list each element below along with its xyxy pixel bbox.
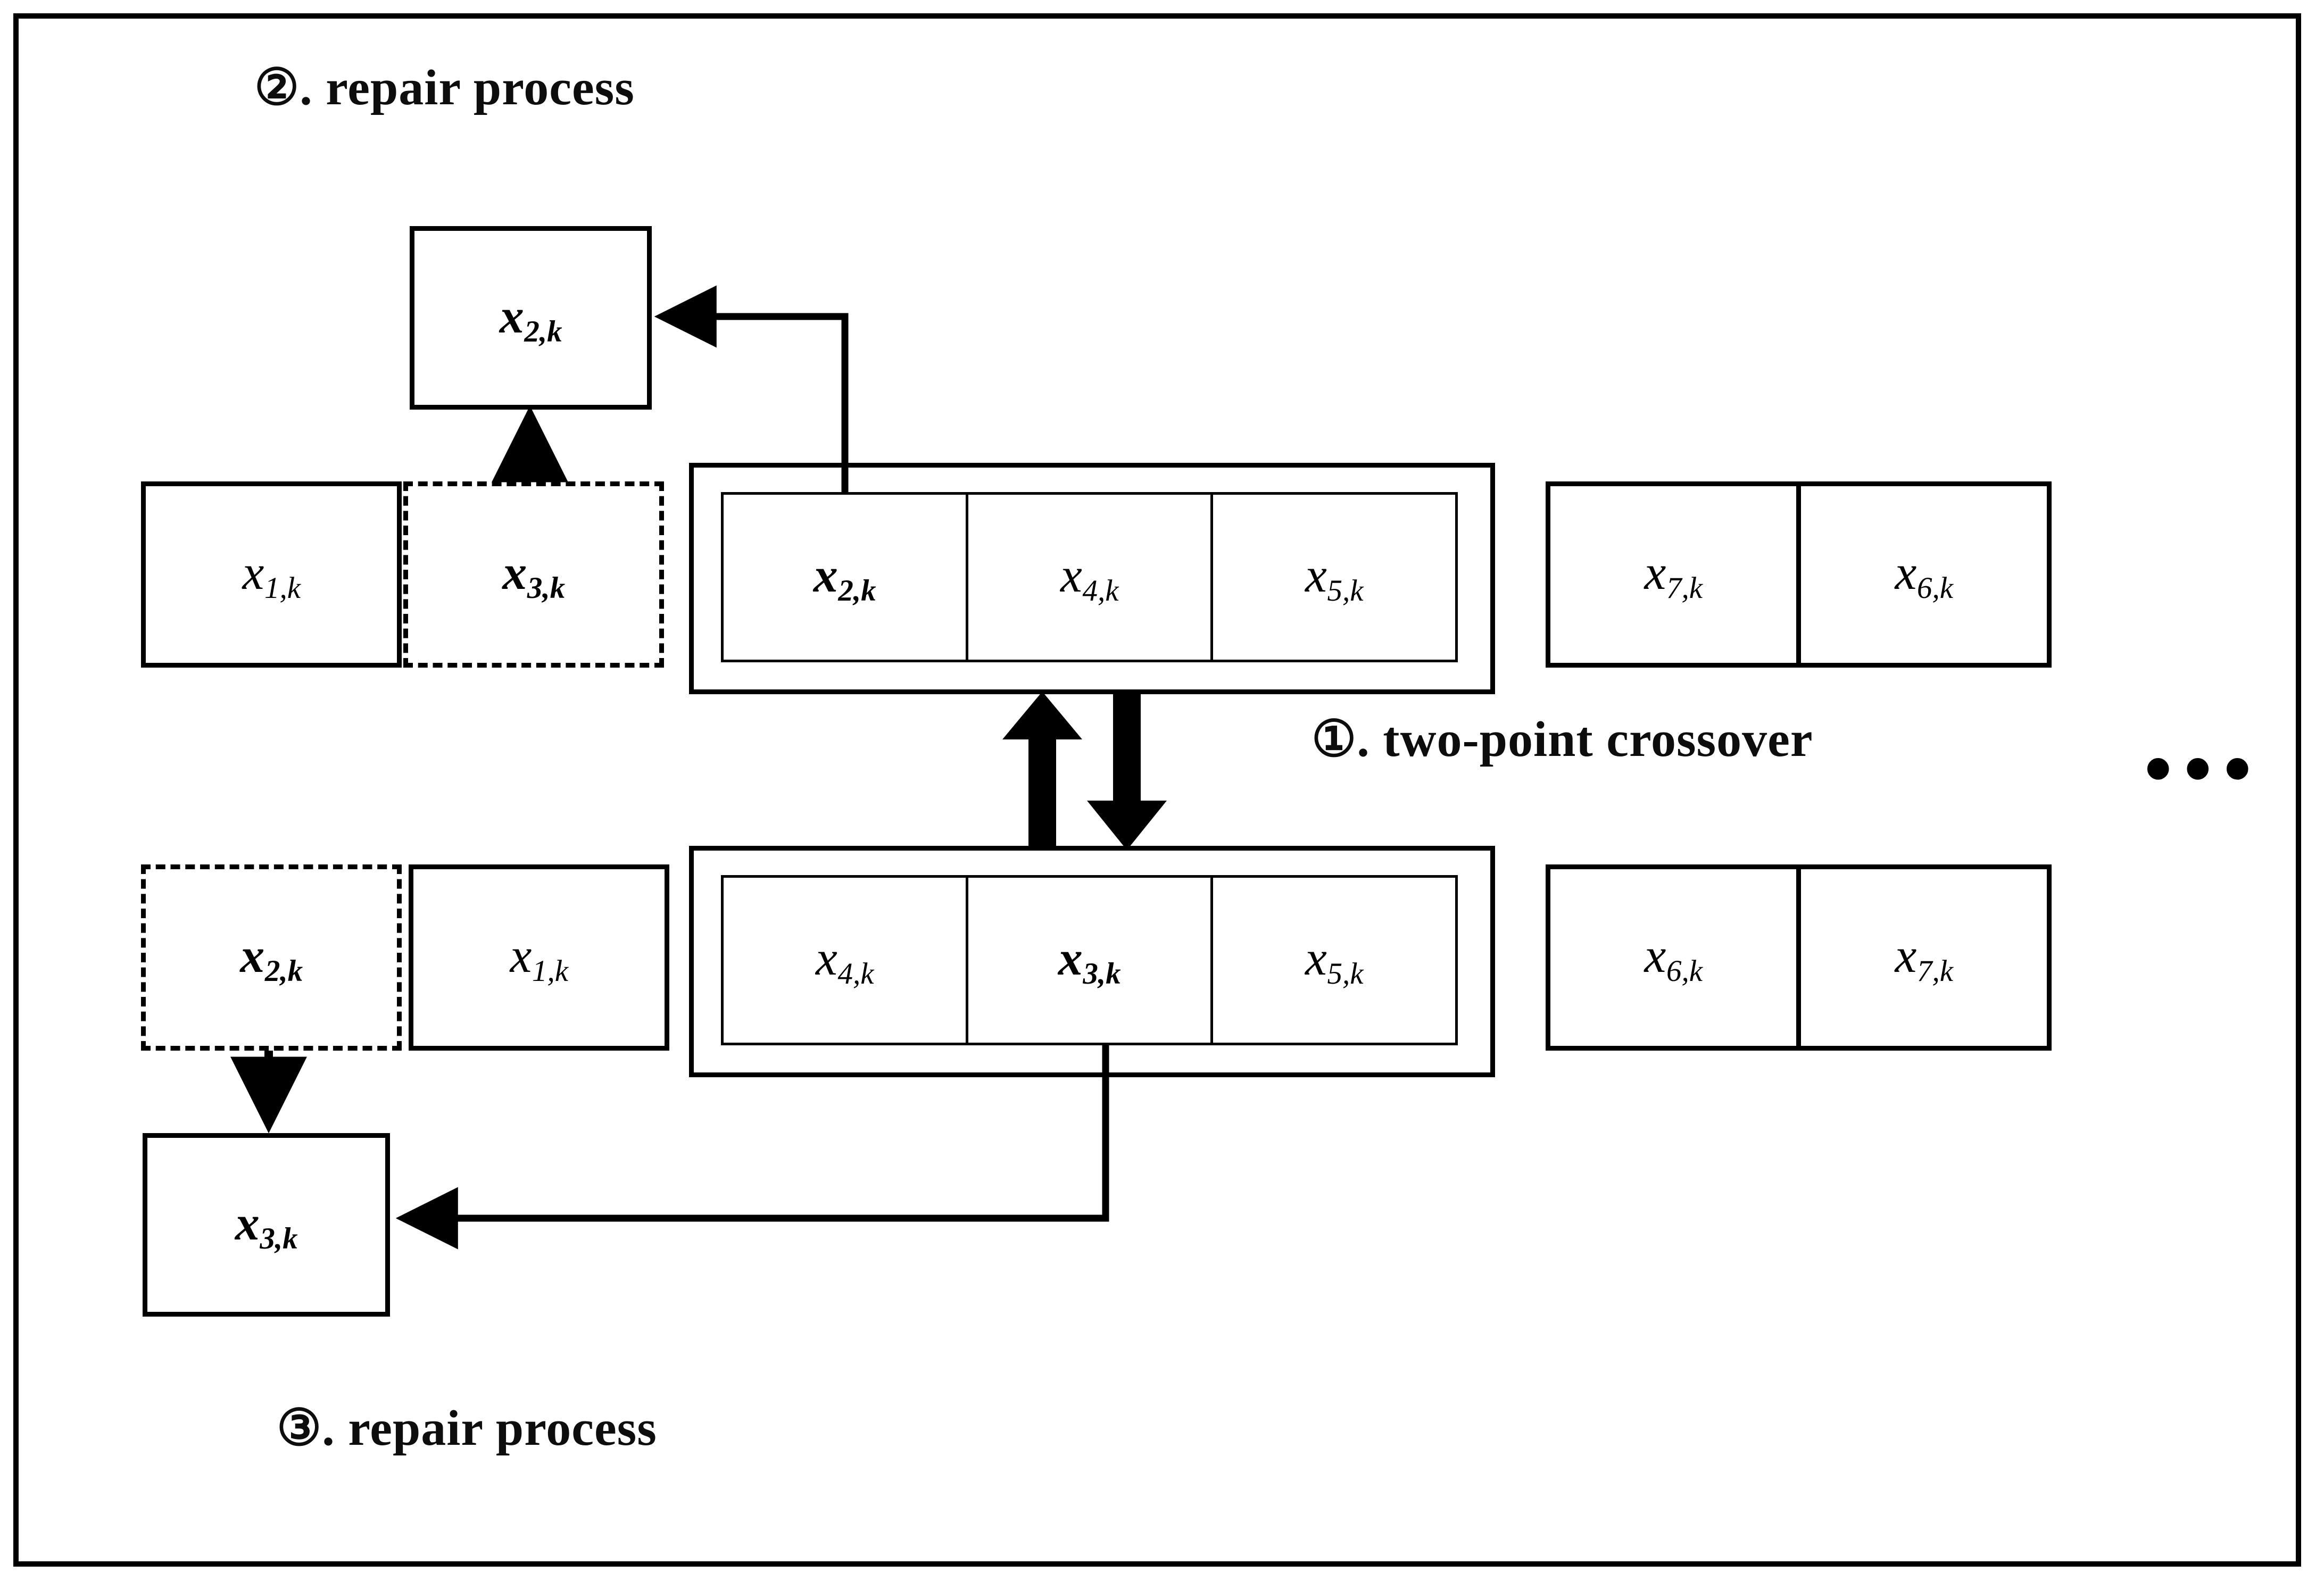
p2-gene-left-0-label: x2,k <box>240 928 303 988</box>
p1-gene-cross-1-label: x4,k <box>1060 548 1119 608</box>
p2-gene-right-1-label: x7,k <box>1895 928 1954 988</box>
p1-gene-cross-0-label: x2,k <box>813 548 876 608</box>
p2-gene-cross-1: x3,k <box>966 875 1213 1045</box>
p2-gene-cross-2: x5,k <box>1210 875 1458 1045</box>
label-step-3-repair-process: ③. repair process <box>277 1401 657 1456</box>
p2-gene-cross-0-label: x4,k <box>816 931 874 991</box>
p2-gene-right-0: x6,k <box>1546 864 1801 1051</box>
p1-gene-right-0: x7,k <box>1546 481 1801 668</box>
p1-gene-cross-2-label: x5,k <box>1305 548 1364 608</box>
p1-gene-left-0-label: x1,k <box>242 545 301 605</box>
p1-gene-cross-1: x4,k <box>966 492 1213 662</box>
p2-gene-left-0: x2,k <box>141 864 402 1051</box>
repair-box-bottom-label: x3,k <box>235 1195 298 1255</box>
figure-frame <box>13 13 2301 1567</box>
p2-gene-cross-0: x4,k <box>721 875 968 1045</box>
label-step-1-two-point-crossover: ①. two-point crossover <box>1312 712 1813 767</box>
p2-gene-cross-1-label: x3,k <box>1058 931 1121 991</box>
continuation-ellipsis: ••• <box>2144 725 2263 813</box>
p1-gene-right-1: x6,k <box>1796 481 2052 668</box>
repair-box-top: x2,k <box>410 226 652 410</box>
p2-gene-left-1-label: x1,k <box>510 928 569 988</box>
repair-box-top-label: x2,k <box>499 288 562 348</box>
p1-gene-left-0: x1,k <box>141 481 402 668</box>
repair-box-bottom: x3,k <box>143 1133 390 1317</box>
p2-gene-right-0-label: x6,k <box>1644 928 1703 988</box>
p1-gene-right-1-label: x6,k <box>1895 545 1954 605</box>
p1-gene-cross-2: x5,k <box>1210 492 1458 662</box>
p1-gene-left-1: x3,k <box>403 481 664 668</box>
p2-gene-left-1: x1,k <box>409 864 669 1051</box>
p1-gene-right-0-label: x7,k <box>1644 545 1703 605</box>
p1-gene-cross-0: x2,k <box>721 492 968 662</box>
p2-gene-right-1: x7,k <box>1796 864 2052 1051</box>
p1-gene-left-1-label: x3,k <box>502 545 566 605</box>
label-step-2-repair-process: ②. repair process <box>254 60 635 115</box>
p2-gene-cross-2-label: x5,k <box>1305 931 1364 991</box>
